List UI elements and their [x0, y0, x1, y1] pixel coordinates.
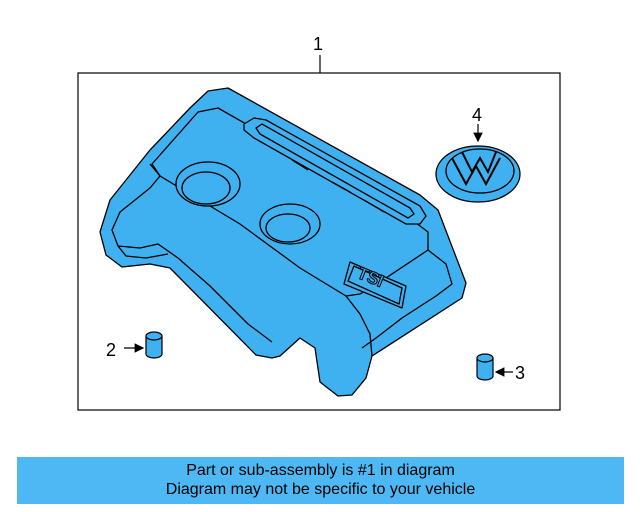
callout-4-label: 4	[472, 105, 483, 125]
callout-3-label: 3	[515, 363, 526, 383]
grommet-2	[145, 331, 163, 359]
vw-emblem	[435, 145, 521, 203]
banner-line-2: Diagram may not be specific to your vehi…	[165, 481, 476, 498]
parts-diagram: TSI	[77, 55, 561, 411]
callout-2-label: 2	[106, 340, 117, 360]
grommet-3	[476, 353, 494, 381]
info-banner: Part or sub-assembly is #1 in diagram Di…	[17, 457, 624, 504]
engine-cover	[99, 87, 467, 397]
callout-1-label: 1	[313, 34, 324, 54]
banner-line-1: Part or sub-assembly is #1 in diagram	[186, 462, 455, 479]
assembly-frame	[77, 72, 561, 411]
